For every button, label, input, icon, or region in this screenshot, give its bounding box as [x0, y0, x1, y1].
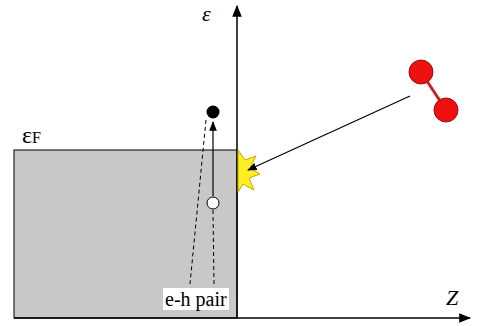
impact-burst — [238, 150, 260, 192]
hole — [207, 197, 219, 209]
axis-label: Z — [446, 286, 458, 310]
electron — [207, 106, 220, 119]
leader-line — [213, 210, 214, 284]
incidence-arrow — [248, 96, 410, 170]
pair-label: e-h pair — [163, 288, 229, 310]
atom — [434, 98, 458, 122]
excitation-arrow — [212, 122, 213, 196]
atom — [409, 60, 433, 84]
fermi-sea — [14, 150, 237, 318]
fermi-level-label: εF — [22, 122, 41, 148]
axis-label: ε — [202, 2, 211, 26]
z-axis — [14, 317, 470, 319]
leader-line — [190, 120, 206, 284]
